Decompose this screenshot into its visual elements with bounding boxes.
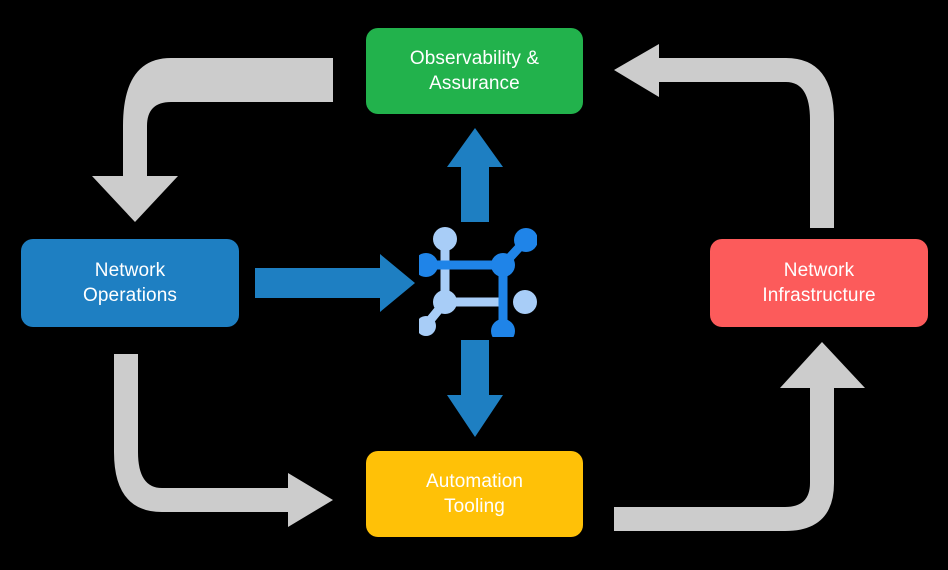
node-automation-tooling[interactable]: Automation Tooling: [366, 451, 583, 537]
center-arrow-up: [447, 128, 503, 222]
flow-arrow-top-right: [614, 44, 834, 228]
network-topology-icon: [419, 227, 537, 337]
center-arrow-right: [255, 254, 415, 312]
flow-arrow-bottom-left: [114, 354, 333, 527]
node-network-infrastructure[interactable]: Network Infrastructure: [710, 239, 928, 327]
flow-arrow-bottom-right: [614, 342, 865, 531]
center-arrow-down: [447, 340, 503, 437]
node-observability-assurance[interactable]: Observability & Assurance: [366, 28, 583, 114]
node-network-operations[interactable]: Network Operations: [21, 239, 239, 327]
flow-arrow-top-left: [92, 58, 333, 222]
